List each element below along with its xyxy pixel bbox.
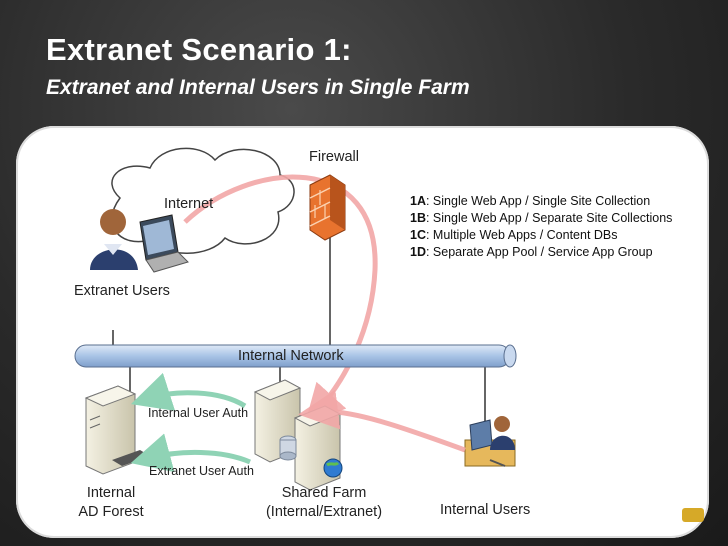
extranet-user-auth-label: Extranet User Auth bbox=[149, 464, 254, 478]
legend-text: : Multiple Web Apps / Content DBs bbox=[425, 228, 618, 242]
internal-user-icon bbox=[464, 416, 516, 467]
shared-farm-label: Shared Farm (Internal/Extranet) bbox=[258, 484, 390, 522]
legend-item-1d: 1D: Separate App Pool / Service App Grou… bbox=[410, 244, 710, 261]
corner-accent bbox=[682, 508, 704, 522]
legend-code: 1A bbox=[410, 194, 426, 208]
slide-subtitle: Extranet and Internal Users in Single Fa… bbox=[46, 76, 470, 99]
legend-code: 1C bbox=[410, 228, 426, 242]
shared-farm-line1: Shared Farm bbox=[281, 485, 367, 501]
extranet-user-icon bbox=[90, 209, 138, 270]
ad-forest-server-icon bbox=[84, 385, 150, 475]
internal-users-arrow bbox=[298, 389, 466, 453]
legend-text: : Single Web App / Single Site Collectio… bbox=[425, 194, 651, 208]
legend-item-1a: 1A: Single Web App / Single Site Collect… bbox=[410, 193, 710, 210]
legend-text: : Separate App Pool / Service App Group bbox=[425, 245, 653, 259]
ad-forest-line1: Internal bbox=[86, 485, 136, 501]
internal-user-auth-label: Internal User Auth bbox=[148, 406, 249, 420]
firewall-icon bbox=[309, 174, 346, 241]
extranet-users-label: Extranet Users bbox=[74, 283, 170, 299]
internet-label: Internet bbox=[164, 196, 214, 212]
internal-auth-arrow bbox=[130, 372, 247, 411]
legend-text: : Single Web App / Separate Site Collect… bbox=[425, 211, 673, 225]
laptop-icon bbox=[139, 214, 189, 273]
extranet-auth-arrow bbox=[130, 433, 251, 473]
legend: 1A: Single Web App / Single Site Collect… bbox=[410, 193, 710, 261]
ad-forest-label: Internal AD Forest bbox=[76, 484, 146, 522]
shared-farm-line2: (Internal/Extranet) bbox=[265, 504, 383, 520]
legend-item-1c: 1C: Multiple Web Apps / Content DBs bbox=[410, 227, 710, 244]
legend-code: 1D bbox=[410, 245, 426, 259]
internal-users-label: Internal Users bbox=[440, 502, 531, 518]
firewall-label: Firewall bbox=[309, 149, 359, 165]
legend-code: 1B bbox=[410, 211, 426, 225]
internal-network-label: Internal Network bbox=[238, 348, 344, 364]
slide-title: Extranet Scenario 1: bbox=[46, 32, 352, 67]
ad-forest-line2: AD Forest bbox=[78, 504, 144, 520]
legend-item-1b: 1B: Single Web App / Separate Site Colle… bbox=[410, 210, 710, 227]
